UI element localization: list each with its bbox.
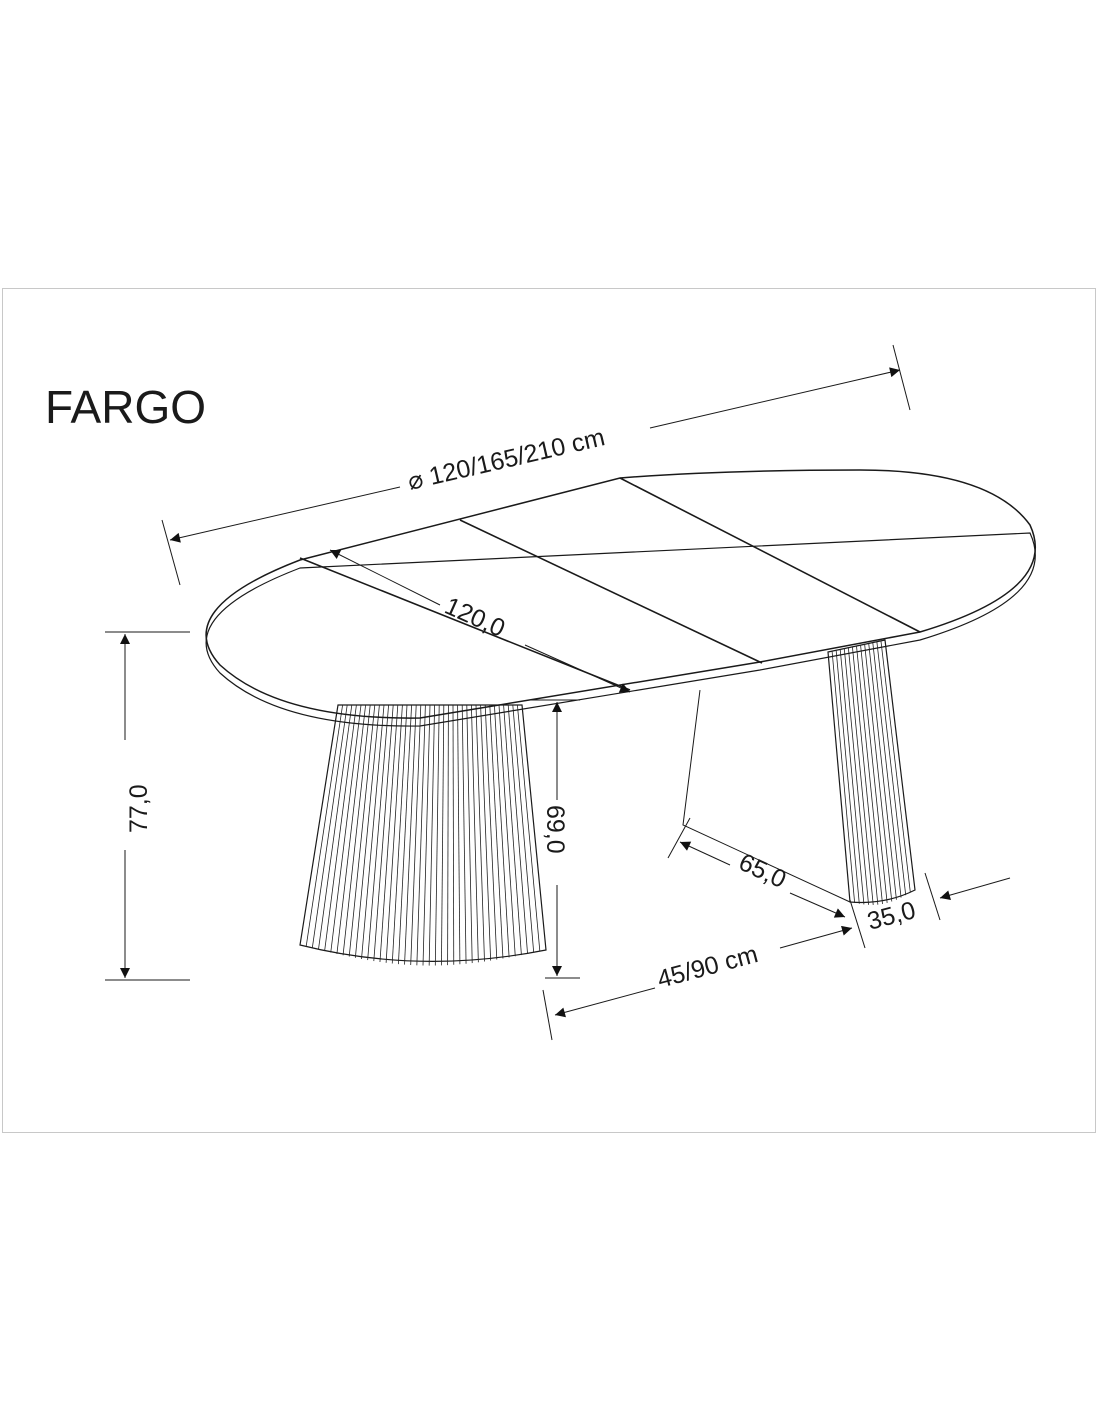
pedestal-slat	[489, 704, 504, 959]
drawing-frame	[2, 288, 1096, 1133]
pedestal-slat	[835, 650, 860, 904]
pedestal-slat	[342, 704, 371, 956]
pedestal-slat	[434, 704, 440, 966]
pedestal-slat	[385, 704, 403, 963]
pedestal-slat	[856, 645, 883, 905]
pedestal-slat	[373, 704, 394, 962]
pedestal-slat	[361, 704, 385, 960]
top-length-label: 120,0	[441, 592, 510, 643]
diameter-dimension: ⌀ 120/165/210 cm	[161, 344, 911, 586]
pedestal-slat	[422, 704, 431, 966]
pedestal-slat	[391, 704, 408, 964]
pedestal-slat	[428, 704, 435, 966]
pedestal-slat	[860, 645, 888, 903]
pedestal-slat	[404, 704, 417, 965]
pedestal-slat	[452, 704, 455, 965]
base-depth-dimension: 65,0	[667, 817, 846, 918]
pedestal-slat	[416, 704, 426, 966]
diameter-label: ⌀ 120/165/210 cm	[405, 423, 607, 496]
leg-spacing-dimension: 45/90 cm	[542, 925, 853, 1041]
pedestal-slat	[843, 648, 869, 905]
pedestal-slat	[831, 651, 856, 903]
pedestal-slat	[318, 704, 353, 950]
total-height-label: 77,0	[125, 784, 153, 833]
table-top	[205, 469, 1036, 727]
leg-outline	[682, 689, 851, 903]
pedestal-slat	[466, 704, 473, 964]
pedestal-slat	[461, 704, 467, 964]
pedestal-slat	[457, 704, 461, 965]
pedestal-slat	[484, 704, 498, 960]
pedestal-slat	[330, 704, 362, 953]
base-depth-label: 65,0	[734, 848, 790, 894]
pedestal-slat	[880, 640, 911, 893]
pedestal-slat	[847, 647, 874, 905]
leg-height-dimension: 69,0	[530, 699, 580, 979]
leaf-seam	[299, 557, 631, 691]
pedestal-slat	[441, 704, 445, 966]
base-width-dimension: 35,0	[849, 872, 1011, 949]
pedestal-slat	[447, 704, 449, 966]
pedestal-slat	[852, 646, 879, 905]
leg-height-label: 69,0	[541, 805, 569, 854]
pedestal-slat	[864, 644, 893, 902]
product-title: FARGO	[45, 381, 206, 433]
pedestal-slat	[480, 704, 492, 961]
pedestal-slat	[471, 704, 479, 963]
pedestal-slat	[398, 704, 412, 965]
left-pedestal	[299, 704, 547, 966]
total-height-dimension: 77,0	[105, 631, 190, 981]
pedestal-slat	[503, 704, 522, 956]
pedestal-slat	[367, 704, 389, 961]
pedestal-slat	[305, 704, 343, 947]
leg-spacing-label: 45/90 cm	[654, 940, 761, 994]
pedestal-slat	[517, 704, 541, 952]
pedestal-slat	[839, 649, 865, 905]
pedestal-slat	[311, 704, 348, 949]
pedestal-slat	[876, 641, 907, 896]
pedestal-slat	[475, 704, 485, 962]
pedestal-slat	[379, 704, 399, 963]
leaf-seam	[619, 477, 921, 633]
top-length-dimension: 120,0	[329, 549, 631, 693]
leaf-seam	[459, 519, 763, 664]
pedestal-slat	[872, 642, 902, 898]
pedestal-slat	[336, 704, 366, 954]
pedestal-slat	[410, 704, 422, 966]
pedestal-slat	[507, 704, 528, 954]
pedestal-slat	[348, 704, 376, 957]
pedestal-slat	[498, 704, 516, 957]
right-pedestal	[827, 639, 916, 905]
pedestal-slat	[868, 643, 897, 900]
pedestal-slat	[354, 704, 380, 958]
pedestal-slat	[512, 704, 535, 953]
pedestal-slat	[494, 704, 510, 958]
pedestal-slat	[324, 704, 357, 952]
